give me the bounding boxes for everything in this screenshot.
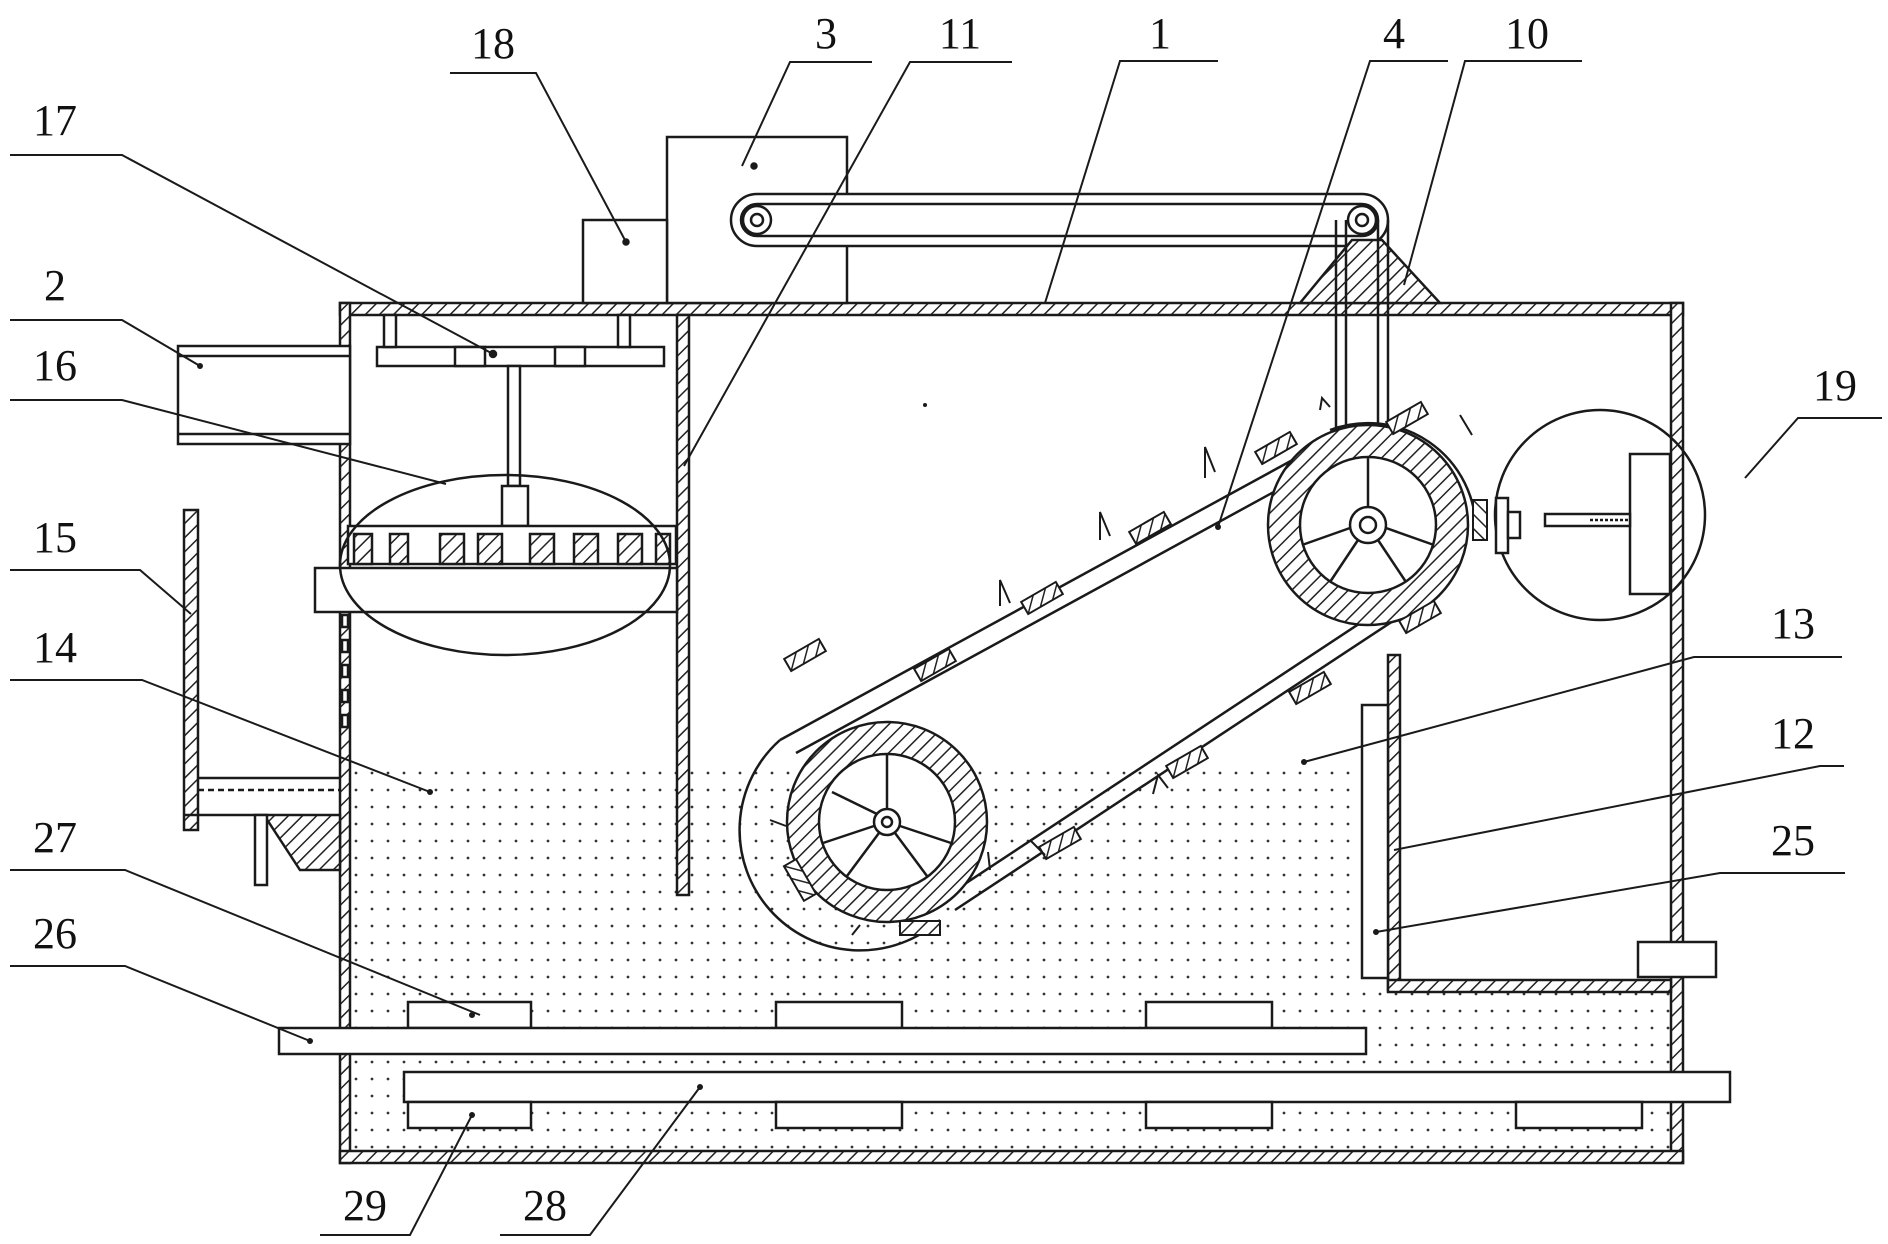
label-1: 1: [1149, 9, 1171, 58]
label-2: 2: [44, 261, 66, 310]
label-15: 15: [33, 513, 77, 562]
label-14: 14: [33, 623, 77, 672]
label-10: 10: [1505, 9, 1549, 58]
inlet-pipe: [176, 344, 352, 446]
label-19: 19: [1813, 361, 1857, 410]
motor-18: [581, 218, 669, 305]
label-11: 11: [939, 9, 981, 58]
partition-11: [675, 313, 691, 897]
label-27: 27: [33, 813, 77, 862]
bottom-plates: [277, 1000, 1732, 1130]
top-drive-belt: [729, 192, 1390, 248]
label-28: 28: [523, 1181, 567, 1230]
leader-lines: [10, 60, 1882, 1236]
label-25: 25: [1771, 816, 1815, 865]
label-13: 13: [1771, 599, 1815, 648]
reference-numerals: 1 2 3 4 10 11 12 13 14 15 16 17 18 19 25…: [33, 9, 1857, 1230]
label-16: 16: [33, 341, 77, 390]
overflow-weir-12: [1360, 653, 1718, 994]
conveyor-paddles: [769, 395, 1488, 936]
filter-trough-15: [182, 508, 350, 887]
label-3: 3: [815, 9, 837, 58]
detail-19: [1493, 408, 1707, 622]
label-26: 26: [33, 909, 77, 958]
label-4: 4: [1383, 9, 1405, 58]
label-18: 18: [471, 19, 515, 68]
label-17: 17: [33, 96, 77, 145]
conveyor-4: [738, 421, 1478, 952]
label-29: 29: [343, 1181, 387, 1230]
label-12: 12: [1771, 709, 1815, 758]
part-marker-dots: [197, 363, 1379, 1118]
bracket-10: [1297, 238, 1443, 305]
stirrer-assembly: [313, 313, 679, 657]
